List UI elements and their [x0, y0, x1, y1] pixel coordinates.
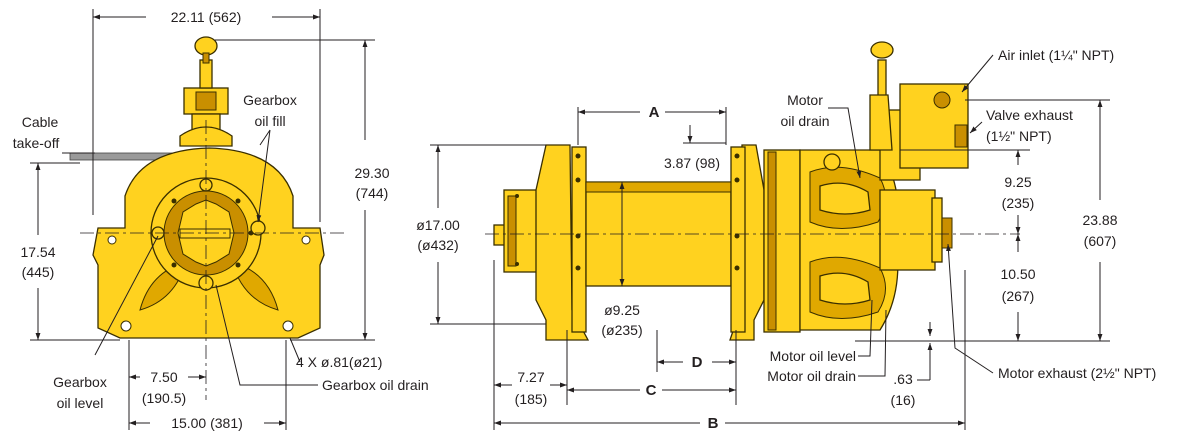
side-view-winch [485, 41, 1020, 341]
exhaust-flange [931, 197, 943, 263]
overall-height-label-2: (607) [1084, 233, 1117, 249]
height-total-label: 29.30 [354, 165, 389, 181]
end-offset-label-2: (185) [515, 391, 548, 407]
drum-center-height-label-2: (445) [22, 264, 55, 280]
valve-block-face [195, 91, 217, 111]
dim-A-label: A [649, 104, 660, 121]
valve-exhaust-fitting [954, 124, 968, 148]
dim-B-label: B [708, 415, 719, 432]
drum-center-height-label: 17.54 [20, 244, 55, 260]
overall-height-label: 23.88 [1082, 212, 1117, 228]
half-base-label: 7.50 [150, 369, 177, 385]
valve-stem [199, 59, 213, 89]
motor-oil-drain-top-label-2: oil drain [780, 113, 829, 129]
gearbox-oil-drain-label: Gearbox oil drain [322, 377, 429, 393]
valve-knob [194, 36, 218, 56]
height-total-label-2: (744) [356, 185, 389, 201]
left-dimensions [30, 9, 375, 430]
left-flange-leg [535, 144, 590, 341]
drum-diameter-label: ø9.25 [604, 302, 640, 318]
lower-height-label: 10.50 [1000, 266, 1035, 282]
motor-drain-plug [823, 153, 841, 171]
motor-exhaust-label: Motor exhaust (2½" NPT) [998, 365, 1156, 381]
right-flange-plate [730, 146, 746, 333]
valve-exhaust-label: Valve exhaust [986, 107, 1073, 123]
cable-takeoff-label-2: take-off [13, 135, 60, 151]
end-view-winch [69, 36, 345, 400]
end-offset-label: 7.27 [517, 369, 544, 385]
motor-oil-drain-top-label: Motor [787, 92, 823, 108]
dim-D-label: D [692, 354, 703, 371]
gearbox-oil-fill-label-2: oil fill [254, 113, 285, 129]
base-mount-holes [107, 235, 311, 332]
base-offset-label: .63 [893, 371, 913, 387]
left-flange-plate [571, 146, 587, 333]
mount-holes-label: 4 X ø.81(ø21) [296, 354, 382, 370]
air-inlet-label: Air inlet (1¼" NPT) [998, 47, 1114, 63]
drum-diameter-label-2: (ø235) [601, 322, 642, 338]
flange-diameter-label: ø17.00 [416, 217, 460, 233]
motor-upper-piston [819, 182, 871, 215]
end-housing-shade [507, 195, 517, 267]
motor-lower-piston [819, 272, 871, 305]
drum-offset-label: 3.87 (98) [664, 155, 720, 171]
half-base-label-2: (190.5) [142, 390, 186, 406]
cable-takeoff-label: Cable [22, 114, 59, 130]
upper-height-label-2: (235) [1002, 195, 1035, 211]
drum-shade [585, 181, 732, 193]
exhaust-manifold [879, 189, 936, 271]
overall-width-label: 22.11 (562) [171, 9, 242, 25]
dim-C-label: C [646, 382, 657, 399]
gear-shaft-slot [179, 228, 231, 239]
valve-handle-knob [870, 41, 894, 59]
valve-exhaust-label-2: (1½" NPT) [986, 128, 1052, 144]
upper-height-label: 9.25 [1004, 174, 1031, 190]
lower-height-label-2: (267) [1002, 288, 1035, 304]
valve-knob-stem [202, 52, 210, 64]
air-inlet-fitting [933, 91, 951, 109]
drum [585, 181, 732, 287]
motor-oil-level-label: Motor oil level [770, 348, 856, 364]
base-offset-label-2: (16) [891, 392, 916, 408]
drum-bolts [515, 153, 740, 271]
valve-bracket [869, 94, 893, 151]
flange-diameter-label-2: (ø432) [417, 237, 458, 253]
motor-oil-drain-bottom-label: Motor oil drain [767, 368, 856, 384]
gearbox-oil-level-label: Gearbox [53, 374, 107, 390]
base-width-label: 15.00 (381) [171, 415, 243, 431]
gearbox-oil-level-label-2: oil level [57, 395, 104, 411]
motor-mount-shade [767, 151, 777, 331]
right-dimensions [430, 54, 1110, 430]
valve-collar [179, 126, 233, 147]
gearbox-oil-fill-label: Gearbox [243, 92, 297, 108]
exhaust-port [941, 217, 953, 249]
